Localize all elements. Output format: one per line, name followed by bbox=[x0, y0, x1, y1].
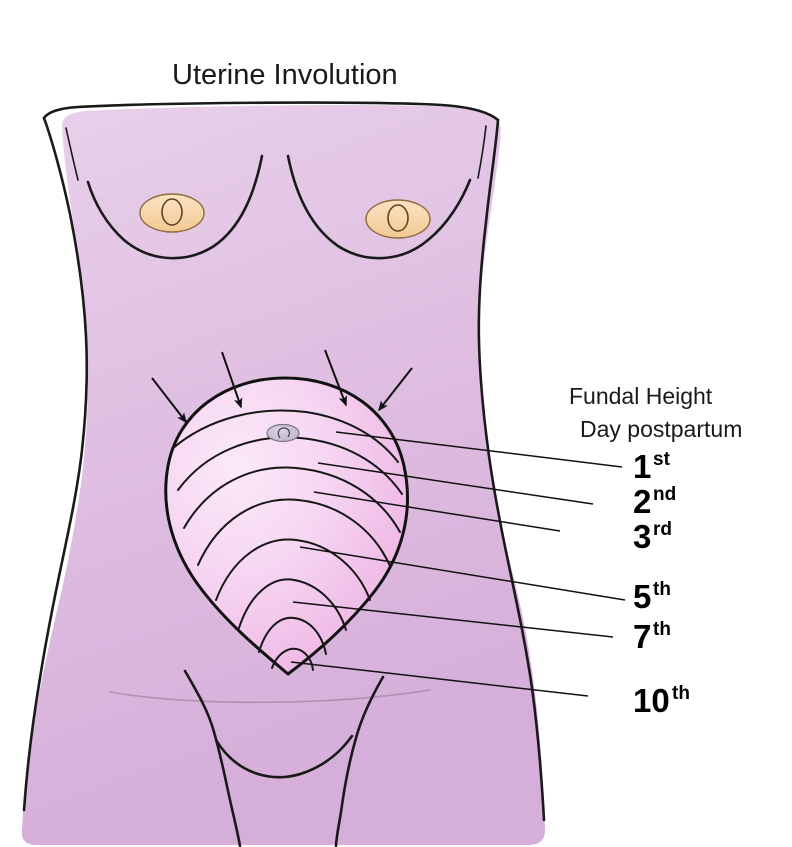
legend-day5-ordinal: th bbox=[653, 579, 671, 600]
legend-day2-ordinal: nd bbox=[653, 484, 676, 505]
legend-day10-ordinal: th bbox=[672, 683, 690, 704]
torso-left-shoulder-crease bbox=[65, 127, 79, 181]
contour-level-2 bbox=[177, 436, 403, 495]
contour-level-4 bbox=[197, 498, 391, 567]
torso-shoulder-line bbox=[42, 101, 500, 122]
contour-level-6 bbox=[238, 578, 347, 631]
legend-entry-day10[interactable]: 10 th bbox=[633, 682, 690, 719]
torso-right-edge bbox=[477, 118, 546, 822]
legend-entry-day7[interactable]: 7 th bbox=[633, 618, 671, 655]
areola-right bbox=[365, 199, 431, 239]
leader-line-day10 bbox=[290, 661, 589, 697]
leader-line-day1 bbox=[335, 431, 623, 468]
umbilicus bbox=[266, 423, 300, 443]
fundal-arrow-3 bbox=[324, 349, 347, 407]
leader-lines-group bbox=[290, 431, 626, 697]
legend-day1-number: 1 bbox=[633, 448, 651, 485]
contour-level-tip bbox=[271, 647, 314, 671]
uterus-shape bbox=[165, 378, 408, 674]
fundal-arrows-group bbox=[151, 349, 413, 424]
navel-outer bbox=[266, 423, 300, 443]
areola-left bbox=[139, 193, 205, 233]
leader-line-day3 bbox=[313, 491, 561, 532]
legend-day1-ordinal: st bbox=[653, 449, 671, 470]
groin-crease-right bbox=[334, 675, 385, 847]
legend-heading-day-postpartum: Day postpartum bbox=[580, 416, 742, 442]
areola-right-disc bbox=[365, 199, 431, 239]
legend-entry-day2[interactable]: 2 nd bbox=[633, 483, 676, 520]
leader-line-day7 bbox=[292, 601, 614, 638]
contour-level-5 bbox=[215, 538, 371, 601]
perineum-curve bbox=[214, 734, 354, 779]
legend-day5-number: 5 bbox=[633, 578, 651, 615]
areola-left-disc bbox=[139, 193, 205, 233]
legend-day3-number: 3 bbox=[633, 518, 651, 555]
contour-level-7 bbox=[258, 616, 327, 655]
torso-left-edge bbox=[22, 116, 89, 812]
fundal-arrow-2 bbox=[221, 351, 243, 409]
legend-entry-day3[interactable]: 3 rd bbox=[633, 518, 672, 555]
legend-day10-number: 10 bbox=[633, 682, 670, 719]
leader-line-day5 bbox=[299, 546, 626, 601]
contour-level-1 bbox=[171, 409, 399, 463]
legend-entry-day1[interactable]: 1 st bbox=[633, 448, 671, 485]
uterus-group bbox=[164, 376, 409, 676]
fundal-arrow-4 bbox=[378, 367, 413, 412]
uterus-outline bbox=[164, 376, 409, 676]
legend-day2-number: 2 bbox=[633, 483, 651, 520]
legend-entry-day5[interactable]: 5 th bbox=[633, 578, 671, 615]
legend-day7-number: 7 bbox=[633, 618, 651, 655]
navel-inner bbox=[277, 427, 291, 439]
torso-right-shoulder-crease bbox=[477, 125, 487, 179]
breast-right-contour bbox=[286, 154, 472, 260]
breast-left-contour bbox=[86, 154, 264, 260]
legend-heading-fundal-height: Fundal Height bbox=[569, 383, 713, 409]
fundal-arrow-1 bbox=[151, 377, 187, 424]
nipple-right bbox=[387, 204, 409, 232]
page-title: Uterine Involution bbox=[172, 59, 398, 91]
nipple-left bbox=[161, 198, 183, 226]
groin-crease-left bbox=[183, 669, 242, 847]
legend-day7-ordinal: th bbox=[653, 619, 671, 640]
leader-line-day2 bbox=[317, 462, 594, 505]
legend-day3-ordinal: rd bbox=[653, 519, 672, 540]
lower-abdomen-crease bbox=[109, 689, 431, 704]
legend-group: Fundal Height Day postpartum 1 st 2 nd 3… bbox=[569, 383, 742, 719]
